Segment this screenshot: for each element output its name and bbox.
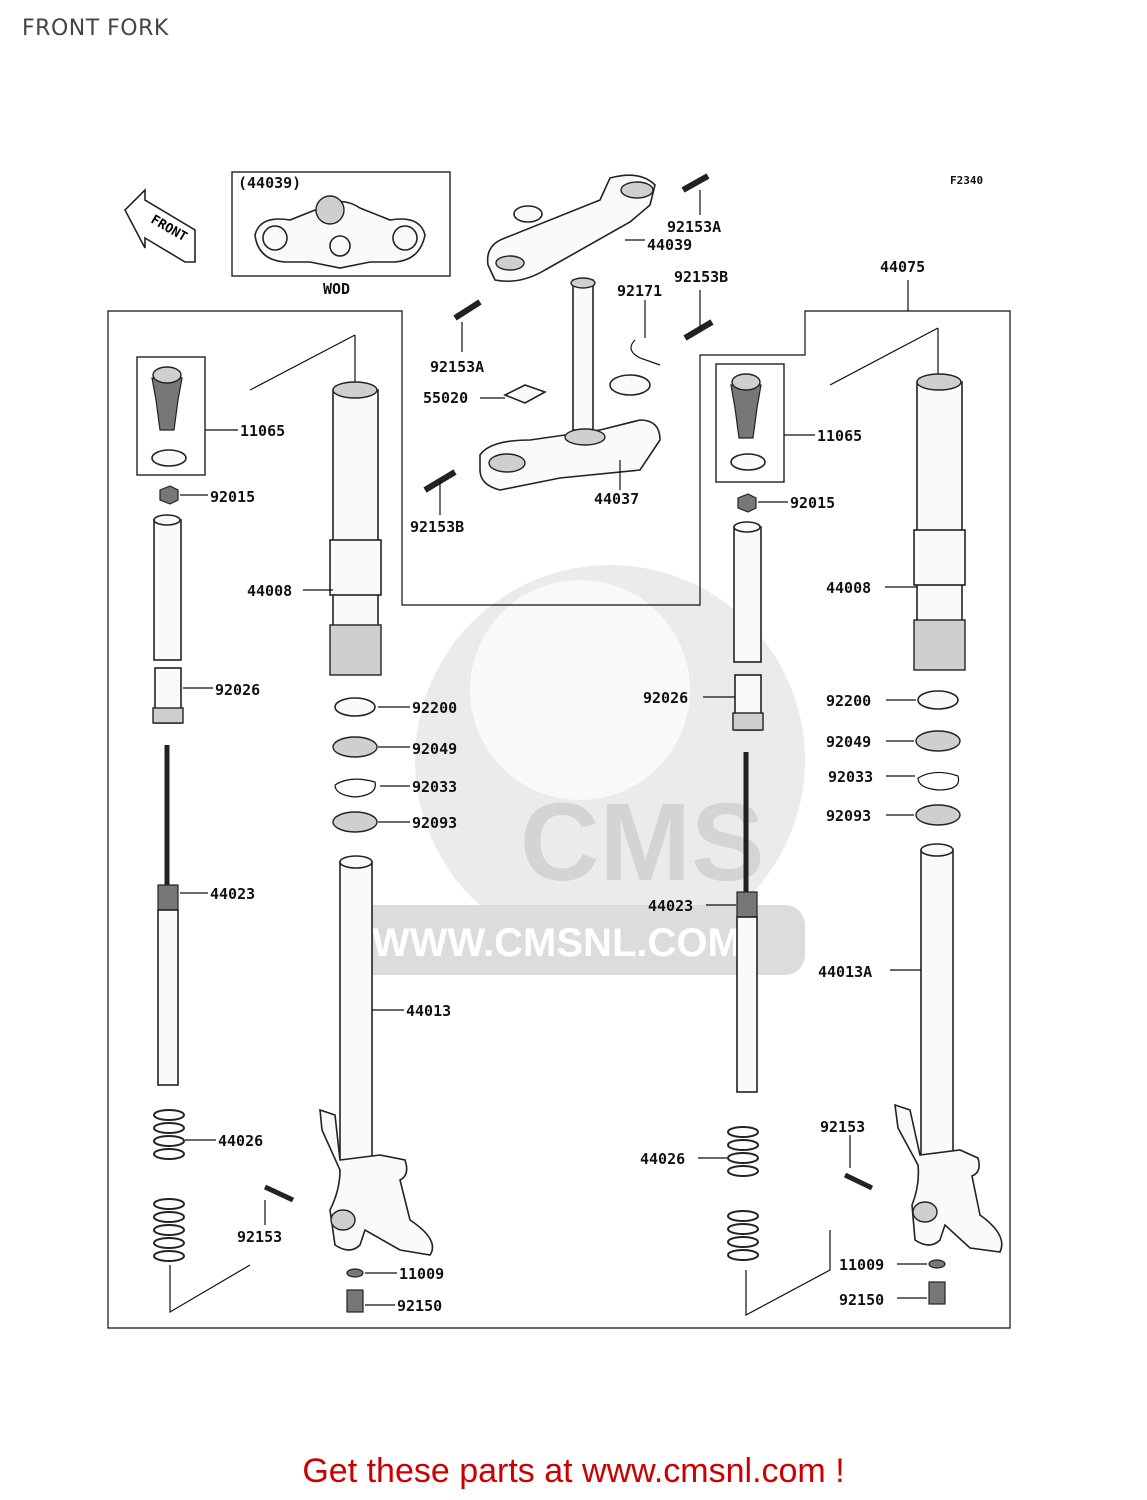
bolt-92153B-top	[683, 319, 714, 341]
bolt-92153A-left	[453, 299, 482, 321]
label-right-92049: 92049	[826, 733, 871, 751]
label-left-92200: 92200	[412, 699, 457, 717]
label-right-44008: 44008	[826, 579, 871, 597]
bolt-92153A-top	[681, 173, 710, 193]
label-left-92150: 92150	[397, 1297, 442, 1315]
label-55020: 55020	[423, 389, 468, 407]
label-right-11009: 11009	[839, 1256, 884, 1274]
inset-label: WOD	[323, 280, 350, 298]
label-92153A-top: 92153A	[667, 218, 721, 236]
label-left-44023: 44023	[210, 885, 255, 903]
label-left-92015: 92015	[210, 488, 255, 506]
inset-box: (44039) WOD	[231, 171, 451, 298]
assembly-frame	[107, 310, 1011, 1329]
page-title: FRONT FORK	[22, 16, 169, 41]
label-left-11009: 11009	[399, 1265, 444, 1283]
label-right-44026: 44026	[640, 1150, 685, 1168]
label-right-44013A: 44013A	[818, 963, 872, 981]
label-92153B-bot: 92153B	[410, 518, 464, 536]
label-44037: 44037	[594, 490, 639, 508]
label-92171: 92171	[617, 282, 662, 300]
watermark-url: WWW.CMSNL.COM	[372, 921, 741, 965]
label-44075: 44075	[880, 258, 925, 276]
label-left-44008: 44008	[247, 582, 292, 600]
label-right-92093: 92093	[826, 807, 871, 825]
label-44039: 44039	[647, 236, 692, 254]
upper-bracket-44039	[486, 174, 656, 283]
promo-link[interactable]: Get these parts at www.cmsnl.com !	[302, 1452, 845, 1490]
clamp-92171	[630, 339, 661, 366]
label-92153A-left: 92153A	[430, 358, 484, 376]
steering-stem-44037	[479, 277, 661, 491]
inset-ref: (44039)	[238, 174, 301, 192]
label-left-44026: 44026	[218, 1132, 263, 1150]
front-arrow-icon: FRONT	[124, 188, 196, 263]
label-right-92033: 92033	[828, 768, 873, 786]
label-right-92150: 92150	[839, 1291, 884, 1309]
label-right-44023: 44023	[648, 897, 693, 915]
label-left-92153: 92153	[237, 1228, 282, 1246]
label-left-44013: 44013	[406, 1002, 451, 1020]
label-right-11065: 11065	[817, 427, 862, 445]
label-right-92200: 92200	[826, 692, 871, 710]
diagram-code: F2340	[950, 174, 983, 187]
label-right-92153: 92153	[820, 1118, 865, 1136]
right-fork: 11065 92015 44008 92026 92200 92049 9203…	[640, 327, 1003, 1317]
label-left-92033: 92033	[412, 778, 457, 796]
label-92153B-top: 92153B	[674, 268, 728, 286]
watermark: CMS WWW.CMSNL.COM	[345, 565, 805, 975]
label-left-92026: 92026	[215, 681, 260, 699]
label-left-11065: 11065	[240, 422, 285, 440]
label-plate-55020	[503, 384, 547, 404]
watermark-brand: CMS	[520, 781, 764, 904]
left-fork: 11065 92015 44008 92026 92200 92049 9203…	[136, 334, 457, 1315]
label-left-92049: 92049	[412, 740, 457, 758]
label-right-92026: 92026	[643, 689, 688, 707]
front-fork-diagram: CMS WWW.CMSNL.COM F2340 FRONT (44039) WO…	[107, 171, 1011, 1329]
label-left-92093: 92093	[412, 814, 457, 832]
label-right-92015: 92015	[790, 494, 835, 512]
